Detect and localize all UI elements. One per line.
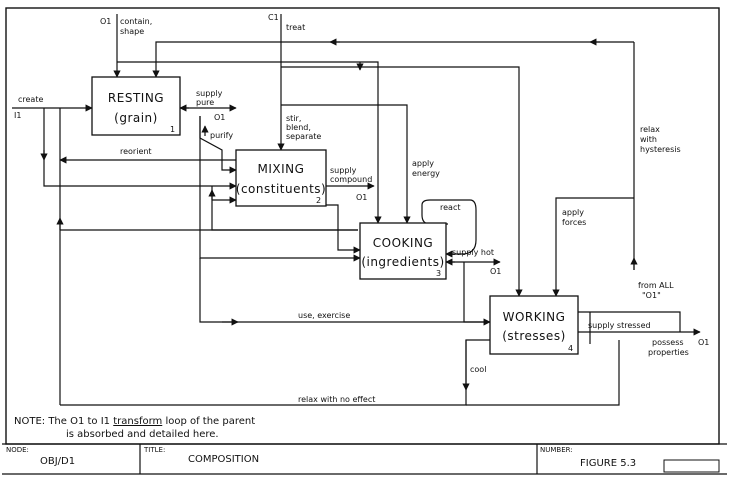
arrow-labels: O1 contain, shape C1 treat create I1 sup… bbox=[14, 13, 709, 404]
arrow-top-loop bbox=[152, 41, 634, 78]
line-relax-no-effect bbox=[466, 340, 620, 406]
activity-box-mixing[interactable]: MIXING (constituents) 2 bbox=[235, 149, 327, 207]
footer-small-box bbox=[663, 459, 720, 473]
label-treat: treat bbox=[286, 23, 305, 32]
footer-node-value: OBJ/D1 bbox=[40, 456, 75, 467]
connector-lines bbox=[12, 14, 701, 406]
arrow-c1-to-working bbox=[281, 66, 523, 297]
box-mixing-rect bbox=[235, 149, 327, 207]
label-supply-pure-2: pure bbox=[196, 98, 214, 107]
label-relax-hysteresis: hysteresis bbox=[640, 145, 681, 154]
arrow-cooking-to-working bbox=[463, 262, 491, 326]
label-supply-compound-1: supply bbox=[330, 166, 357, 175]
box-title: COOKING bbox=[373, 236, 433, 250]
note-prefix: NOTE: The O1 to I1 bbox=[14, 416, 113, 427]
box-resting-rect bbox=[91, 76, 181, 136]
line-use-exercise bbox=[199, 258, 490, 323]
label-cool: cool bbox=[470, 365, 486, 374]
label-separate: separate bbox=[286, 132, 321, 141]
label-apply-energy-2: energy bbox=[412, 169, 440, 178]
label-create: create bbox=[18, 95, 43, 104]
label-from-all: from ALL bbox=[638, 281, 674, 290]
label-o1-compound: O1 bbox=[356, 193, 367, 202]
label-blend: blend, bbox=[286, 123, 311, 132]
note-line-1: NOTE: The O1 to I1 transform loop of the… bbox=[14, 416, 255, 427]
box-subtitle: (ingredients) bbox=[361, 255, 444, 269]
label-properties: properties bbox=[648, 348, 689, 357]
label-apply-energy-1: apply bbox=[412, 159, 434, 168]
activity-box-working[interactable]: WORKING (stresses) 4 bbox=[489, 295, 579, 355]
box-cooking-rect bbox=[359, 222, 447, 280]
box-title: RESTING bbox=[108, 91, 164, 105]
label-apply-forces-1: apply bbox=[562, 208, 584, 217]
arrow-mixing-to-cooking bbox=[326, 204, 361, 254]
box-number: 4 bbox=[568, 344, 573, 353]
label-c1-top: C1 bbox=[268, 13, 279, 22]
footer-node-label: NODE: bbox=[6, 446, 29, 454]
line-from-all bbox=[578, 311, 681, 332]
box-title: WORKING bbox=[503, 310, 566, 324]
arrow-contain-to-cooking bbox=[117, 61, 382, 224]
label-purify: purify bbox=[210, 131, 233, 140]
label-i1: I1 bbox=[14, 111, 21, 120]
label-supply-hot: supply hot bbox=[452, 248, 494, 257]
label-o1-pure: O1 bbox=[214, 113, 225, 122]
footer-number-value: FIGURE 5.3 bbox=[580, 458, 636, 469]
note-underlined: transform bbox=[113, 416, 162, 427]
label-supply-stressed: supply stressed bbox=[588, 321, 651, 330]
footer-block: NODE: OBJ/D1 TITLE: COMPOSITION NUMBER: … bbox=[2, 443, 727, 475]
label-reorient: reorient bbox=[120, 147, 152, 156]
arrow-purify bbox=[199, 116, 237, 174]
label-possess: possess bbox=[652, 338, 684, 347]
box-number: 2 bbox=[316, 196, 321, 205]
diagram-note: NOTE: The O1 to I1 transform loop of the… bbox=[14, 416, 255, 440]
label-supply-compound-2: compound bbox=[330, 175, 372, 184]
label-apply-forces-2: forces bbox=[562, 218, 586, 227]
note-line-2: is absorbed and detailed here. bbox=[66, 429, 219, 440]
box-subtitle: (stresses) bbox=[502, 329, 566, 343]
note-suffix: loop of the parent bbox=[162, 416, 255, 427]
box-subtitle: (grain) bbox=[114, 111, 158, 125]
footer-title-label: TITLE: bbox=[143, 446, 165, 454]
activity-box-cooking[interactable]: COOKING (ingredients) 3 bbox=[359, 222, 447, 280]
footer-title-value: COMPOSITION bbox=[188, 454, 259, 465]
label-o1-hot: O1 bbox=[490, 267, 501, 276]
label-relax: relax bbox=[640, 125, 660, 134]
box-subtitle: (constituents) bbox=[236, 182, 326, 196]
label-shape: shape bbox=[120, 27, 144, 36]
box-working-rect bbox=[489, 295, 579, 355]
label-supply-pure-1: supply bbox=[196, 89, 223, 98]
label-from-all-o1: "O1" bbox=[642, 291, 661, 300]
arrow-create-to-mixing bbox=[43, 108, 237, 190]
box-title: MIXING bbox=[258, 162, 305, 176]
arrow-apply-forces bbox=[552, 197, 634, 297]
footer-number-label: NUMBER: bbox=[540, 446, 573, 454]
label-react: react bbox=[440, 203, 460, 212]
box-number: 3 bbox=[436, 269, 441, 278]
activity-box-resting[interactable]: RESTING (grain) 1 bbox=[91, 76, 181, 136]
label-o1-out: O1 bbox=[698, 338, 709, 347]
label-contain: contain, bbox=[120, 17, 152, 26]
label-use-exercise: use, exercise bbox=[298, 311, 350, 320]
label-relax-no-effect: relax with no effect bbox=[298, 395, 375, 404]
arrow-react-loop bbox=[421, 199, 477, 258]
line-cool bbox=[60, 339, 490, 406]
label-relax-with: with bbox=[640, 135, 657, 144]
label-o1-top: O1 bbox=[100, 17, 111, 26]
label-stir: stir, bbox=[286, 114, 301, 123]
arrow-c1-to-cooking bbox=[281, 104, 411, 224]
box-number: 1 bbox=[170, 125, 175, 134]
